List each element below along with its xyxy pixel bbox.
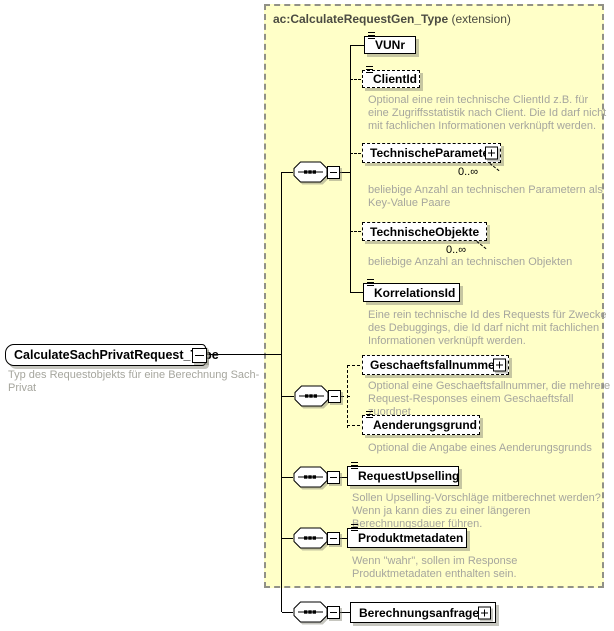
element-label: VUNr (375, 38, 406, 52)
connector-seq1-out (340, 172, 350, 173)
plus-icon[interactable] (485, 146, 498, 160)
element-description: beliebige Anzahl an technischen Objekten (368, 256, 573, 268)
element-label: Aenderungsgrund (373, 418, 477, 432)
connector-seq2-out (341, 396, 350, 397)
sequence-compositor-icon[interactable] (294, 385, 341, 407)
element-berechnungsanfrage[interactable]: Berechnungsanfrage (350, 602, 496, 623)
sequence-compositor-icon[interactable] (293, 601, 340, 623)
element-requestupselling[interactable]: RequestUpselling (347, 462, 460, 486)
connector-technischeparameter (350, 153, 365, 154)
connector-trunk (281, 172, 282, 612)
element-korrelationsid[interactable]: KorrelationsId (363, 279, 460, 302)
element-label: Berechnungsanfrage (359, 605, 480, 620)
element-description: Optional eine Geschaeftsfallnummer, die … (368, 380, 611, 418)
connector-branch (282, 612, 293, 613)
element-label: Produktmetadaten (358, 531, 464, 545)
connector-clientid (350, 79, 365, 80)
connector-vunr (350, 45, 364, 46)
extension-type-name: ac:CalculateRequestGen_Type (273, 12, 449, 26)
connector-branch (282, 172, 293, 173)
element-description: Optional eine rein technische ClientId z… (368, 94, 607, 132)
text-lines-icon (368, 32, 375, 40)
sequence-compositor-icon[interactable] (293, 161, 340, 183)
text-lines-icon (367, 279, 374, 287)
collapse-icon[interactable] (327, 531, 340, 545)
connector-technischeobjekte (350, 231, 365, 232)
connector-requestupselling (340, 477, 347, 478)
collapse-icon[interactable] (327, 165, 340, 179)
element-label: RequestUpselling (358, 469, 460, 483)
extension-frame-header: ac:CalculateRequestGen_Type (extension) (273, 12, 511, 26)
connector-root (205, 354, 282, 355)
occurs-label: 0..∞ (458, 166, 479, 178)
text-lines-icon (366, 411, 373, 419)
element-label: TechnischeObjekte (370, 224, 480, 239)
connector-korrelationsid (350, 292, 363, 293)
root-type-label: CalculateSachPrivatRequest_Type (14, 348, 219, 362)
collapse-icon[interactable] (328, 389, 341, 403)
connector-seq2-trunk (347, 365, 348, 428)
connector-produktmetadaten (340, 538, 347, 539)
text-lines-icon (351, 524, 358, 532)
connector-branch (282, 538, 293, 539)
element-description: beliebige Anzahl an technischen Paramete… (368, 184, 603, 209)
element-geschaeftsfallnummer[interactable]: Geschaeftsfallnummer (362, 355, 509, 375)
plus-icon[interactable] (478, 606, 491, 619)
text-lines-icon (366, 66, 373, 74)
root-type-description: Typ des Requestobjekts für eine Berechnu… (8, 369, 260, 394)
element-description: Wenn "wahr", sollen im Response Produktm… (352, 555, 518, 580)
extension-kind-label: (extension) (451, 12, 511, 26)
element-label: TechnischeParameter (370, 146, 494, 160)
sequence-compositor-icon[interactable] (293, 527, 340, 549)
connector-aenderungsgrund (347, 425, 365, 426)
collapse-icon[interactable] (327, 470, 340, 484)
sequence-compositor-icon[interactable] (293, 466, 340, 488)
element-produktmetadaten[interactable]: Produktmetadaten (347, 524, 467, 548)
connector-seq1-trunk (350, 45, 351, 292)
element-technischeobjekte[interactable]: TechnischeObjekte (362, 222, 487, 241)
element-vunr[interactable]: VUNr (364, 32, 416, 54)
element-label: ClientId (373, 72, 417, 86)
collapse-icon[interactable] (327, 605, 340, 619)
occurs-label: 0..∞ (446, 244, 467, 256)
element-clientid[interactable]: ClientId (362, 66, 420, 88)
collapse-icon[interactable] (192, 348, 207, 363)
element-label: KorrelationsId (374, 285, 456, 300)
element-aenderungsgrund[interactable]: Aenderungsgrund (362, 411, 480, 435)
connector-berechnungsanfrage (340, 612, 350, 613)
element-label: Geschaeftsfallnummer (370, 358, 500, 372)
element-description: Eine rein technische Id des Requests für… (368, 309, 607, 347)
element-description: Optional die Angabe eines Aenderungsgrun… (368, 442, 592, 454)
connector-branch (282, 396, 294, 397)
element-technischeparameter[interactable]: TechnischeParameter (362, 143, 501, 163)
element-description: Sollen Upselling-Vorschläge mitberechnet… (352, 492, 601, 530)
connector-geschaeftsfallnummer (347, 365, 365, 366)
connector-branch (282, 477, 293, 478)
text-lines-icon (351, 462, 358, 470)
plus-icon[interactable] (493, 358, 506, 372)
root-type-box[interactable]: CalculateSachPrivatRequest_Type (5, 344, 219, 366)
